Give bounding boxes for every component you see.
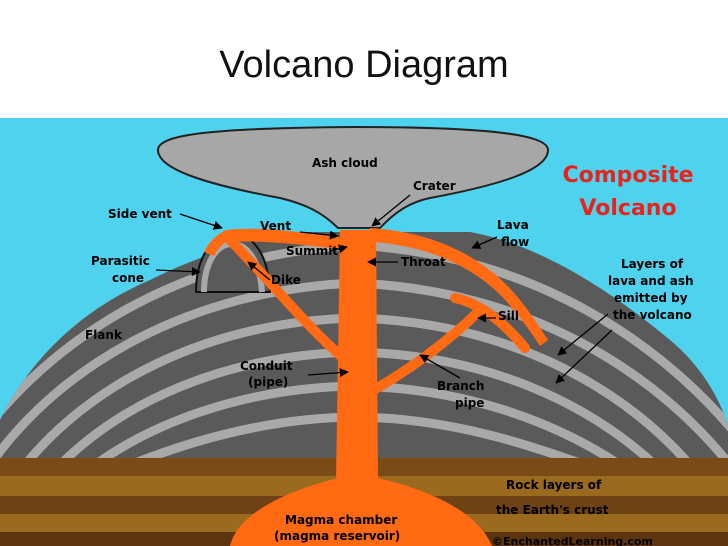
arrow-dike <box>247 261 271 281</box>
arrow-crater <box>371 194 411 227</box>
label-branch-1: Branch <box>437 379 484 393</box>
composite-heading-line1: Composite <box>562 163 693 188</box>
label-vent: Vent <box>260 219 291 233</box>
label-conduit-1: Conduit <box>240 359 293 373</box>
arrow-parasitic-cone <box>155 267 201 277</box>
slide-title: Volcano Diagram <box>219 44 509 86</box>
label-magma-1: Magma chamber <box>285 513 397 527</box>
branch-pipe <box>360 305 485 400</box>
label-layers-1: Layers of <box>621 257 684 271</box>
arrow-side-vent <box>179 213 223 230</box>
arrow-branch-pipe <box>419 354 461 379</box>
dike <box>223 233 350 365</box>
composite-heading-line2: Volcano <box>579 196 676 221</box>
label-dike: Dike <box>271 273 301 287</box>
conduit <box>336 230 378 480</box>
arrow-vent <box>299 230 339 240</box>
label-layers-3: emitted by <box>614 291 688 305</box>
label-branch-2: pipe <box>455 396 484 410</box>
arrow-layers-b <box>555 329 613 384</box>
label-throat: Throat <box>401 255 446 269</box>
volcano-diagram: Composite Volcano Ash cloud Crater Side … <box>0 118 728 546</box>
magma-system <box>204 228 548 546</box>
label-flank: Flank <box>85 328 123 342</box>
label-conduit-2: (pipe) <box>248 375 288 389</box>
label-rock-1: Rock layers of <box>506 478 602 492</box>
label-sill: Sill <box>498 309 519 323</box>
label-parasitic-2: cone <box>112 271 144 285</box>
label-ash-cloud: Ash cloud <box>312 156 378 170</box>
arrow-summit <box>329 244 348 254</box>
magma-pipes <box>223 233 530 400</box>
pointer-arrows <box>155 194 613 384</box>
label-crater: Crater <box>413 179 456 193</box>
label-rock-2: the Earth's crust <box>496 503 609 517</box>
label-layers-4: the volcano <box>613 308 692 322</box>
label-parasitic-1: Parasitic <box>91 254 150 268</box>
magma-chamber <box>230 478 492 546</box>
arrow-lava-flow <box>471 236 498 249</box>
arrow-conduit <box>307 368 349 378</box>
sill <box>450 293 530 353</box>
label-copyright: ©EnchantedLearning.com <box>492 535 653 546</box>
label-layers-2: lava and ash <box>608 274 694 288</box>
label-summit: Summit <box>286 244 338 258</box>
lava-flow <box>370 228 548 346</box>
label-lava-flow-2: flow <box>501 235 529 249</box>
arrow-layers-a <box>557 313 609 356</box>
label-lava-flow-1: Lava <box>497 218 529 232</box>
label-side-vent: Side vent <box>108 207 172 221</box>
ash-cloud <box>156 125 550 229</box>
label-magma-2: (magma reservoir) <box>274 529 400 543</box>
